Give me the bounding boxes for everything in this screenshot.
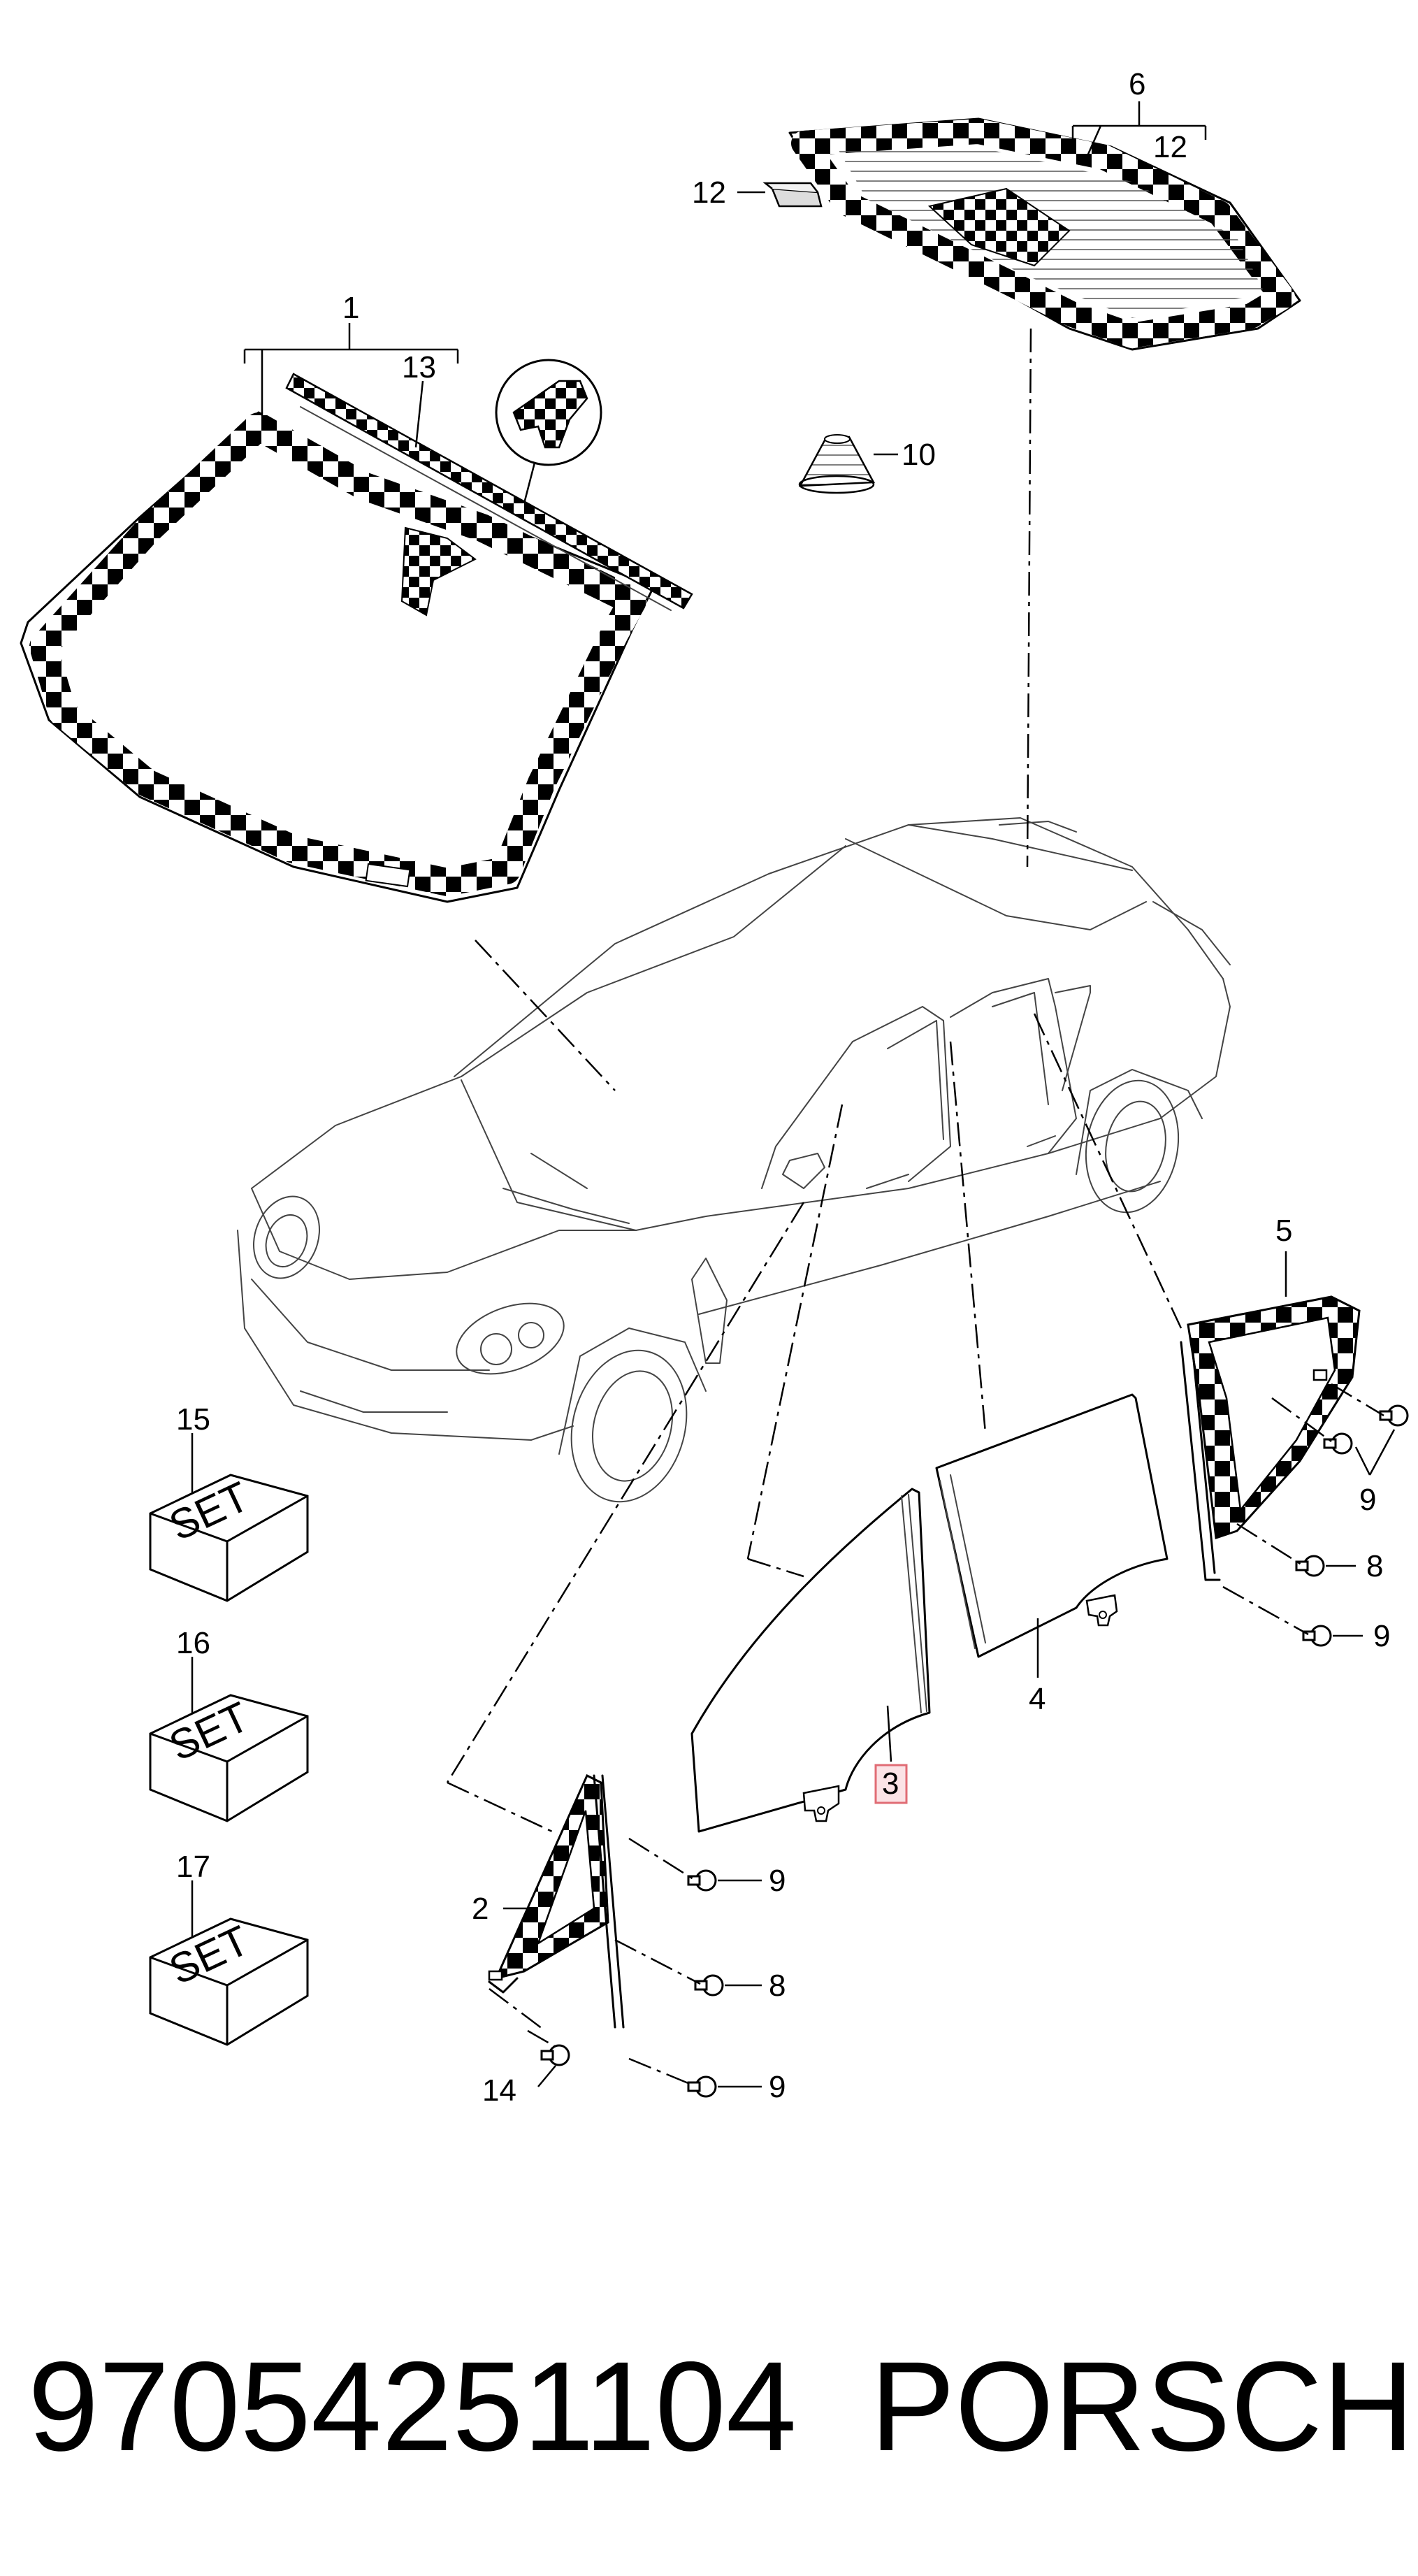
windshield-trim-strip bbox=[285, 373, 693, 611]
bump-stop bbox=[798, 434, 898, 494]
rear-quarter-glass bbox=[1180, 1251, 1361, 1581]
front-door-glass bbox=[690, 1488, 931, 1833]
callout-12-left: 12 bbox=[692, 175, 726, 210]
rear-window-brake-light-cutout bbox=[927, 187, 1071, 267]
front-quarter-glass bbox=[488, 1773, 625, 2029]
brand-name: PORSCHE bbox=[870, 2335, 1418, 2477]
rear-fasteners bbox=[1222, 1383, 1409, 1647]
callout-13: 13 bbox=[402, 350, 436, 384]
windshield-mirror-patch bbox=[400, 526, 477, 617]
callout-10: 10 bbox=[902, 438, 936, 472]
callout-12-upper: 12 bbox=[1153, 130, 1187, 164]
callout-9-rear-lower: 9 bbox=[1373, 1619, 1390, 1653]
trim-clip-detail bbox=[495, 359, 602, 504]
callout-9-front-lower: 9 bbox=[769, 2070, 786, 2104]
assembly-dash-leaders bbox=[446, 328, 1182, 1833]
callout-6: 6 bbox=[1129, 67, 1145, 101]
callout-8-rear: 8 bbox=[1366, 1549, 1383, 1583]
set-box-15: SET bbox=[149, 1433, 309, 1602]
windshield bbox=[20, 411, 655, 903]
callout-14: 14 bbox=[482, 2073, 516, 2108]
windshield-sensor bbox=[365, 863, 411, 888]
callout-9-front-upper: 9 bbox=[769, 1864, 786, 1898]
callout-3-highlight bbox=[874, 1705, 908, 1804]
callout-8-front: 8 bbox=[769, 1969, 786, 2003]
callout-2: 2 bbox=[472, 1892, 489, 1926]
car-outline bbox=[237, 817, 1231, 1503]
leader-1-13 bbox=[243, 323, 459, 448]
rear-door-glass bbox=[935, 1393, 1169, 1678]
callout-3: 3 bbox=[882, 1766, 899, 1801]
part-number: 97054251104 bbox=[28, 2335, 797, 2477]
adhesive-pad bbox=[737, 182, 823, 208]
callout-5: 5 bbox=[1275, 1214, 1292, 1248]
set-box-17: SET bbox=[149, 1880, 309, 2046]
front-fasteners bbox=[489, 1837, 762, 2098]
callout-9-rear-upper: 9 bbox=[1359, 1483, 1376, 1517]
leader-6-12 bbox=[1071, 101, 1207, 158]
callout-4: 4 bbox=[1029, 1682, 1046, 1716]
rear-window bbox=[788, 117, 1301, 351]
callout-17: 17 bbox=[176, 1850, 210, 1884]
callout-1: 1 bbox=[342, 291, 359, 325]
set-box-16: SET bbox=[149, 1657, 309, 1822]
callout-16: 16 bbox=[176, 1626, 210, 1660]
callout-15: 15 bbox=[176, 1402, 210, 1437]
